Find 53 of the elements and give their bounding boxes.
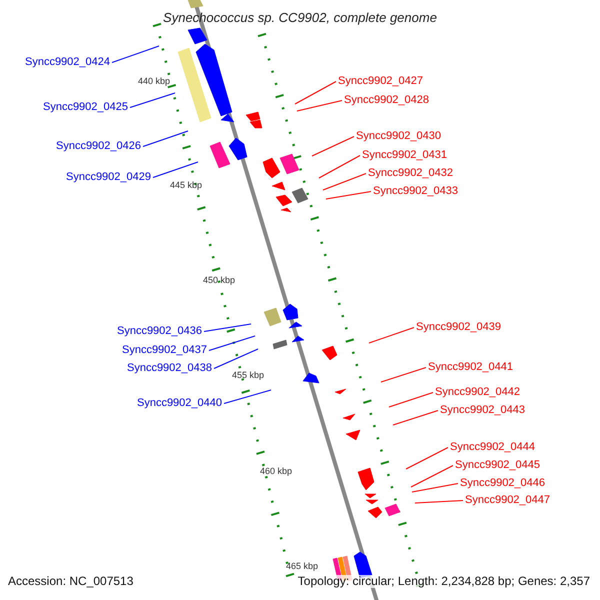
leader-line: [208, 336, 256, 351]
title: Synechococcus sp. CC9902, complete genome: [162, 10, 438, 25]
leader-line: [326, 191, 372, 200]
gene-label: Syncc9902_0426: [56, 140, 141, 153]
gene-label: Syncc9902_0425: [42, 101, 128, 114]
footer-text: Accession: NC_007513: [8, 575, 134, 588]
leader-line: [112, 46, 160, 63]
leader-line: [214, 348, 258, 369]
leader-line: [312, 136, 354, 156]
leader-line: [318, 155, 360, 178]
leader-line: [294, 81, 336, 104]
gene-label: Syncc9902_0440: [136, 397, 222, 410]
leader-line: [392, 410, 438, 426]
gene-label: Syncc9902_0436: [116, 325, 202, 338]
gene-label: Syncc9902_0428: [344, 94, 430, 107]
gene-label: Syncc9902_0438: [126, 362, 212, 375]
leader-line: [388, 392, 434, 408]
gene-label: Syncc9902_0429: [66, 171, 151, 184]
leader-line: [142, 130, 188, 147]
leader-line: [224, 390, 272, 404]
gene-label: Syncc9902_0442: [435, 386, 520, 399]
position-label: 460 kbp: [260, 466, 292, 477]
leader-line: [406, 447, 448, 470]
footer-text: Topology: circular; Length: 2,234,828 bp; Genes: 2,357: [298, 575, 590, 588]
position-label: 465 kbp: [286, 561, 318, 572]
gene-label: Syncc9902_0446: [460, 477, 546, 490]
leader-line: [412, 483, 458, 492]
gene-label: Syncc9902_0424: [24, 56, 110, 69]
gene-label: Syncc9902_0445: [455, 459, 540, 472]
leader-line: [130, 92, 176, 108]
leader-line: [152, 162, 198, 178]
leader-line: [368, 327, 414, 344]
gene-label: Syncc9902_0432: [368, 167, 454, 180]
position-label: 450 kbp: [203, 275, 236, 286]
leader-line: [414, 500, 464, 504]
position-label: 445 kbp: [170, 180, 202, 191]
gene-label: Syncc9902_0433: [373, 185, 458, 198]
gene-label: Syncc9902_0431: [362, 149, 448, 162]
gene-label: Syncc9902_0441: [428, 361, 514, 374]
gene-label: Syncc9902_0444: [450, 441, 536, 454]
leader-line: [296, 100, 342, 112]
leader-line: [204, 324, 252, 332]
leader-line: [410, 465, 454, 488]
gene-label: Syncc9902_0430: [356, 130, 442, 143]
gene-label: Syncc9902_0437: [122, 344, 207, 357]
leader-line: [380, 367, 426, 382]
position-label: 455 kbp: [232, 370, 264, 381]
gene-label: Syncc9902_0447: [465, 494, 550, 507]
position-label: 440 kbp: [138, 76, 170, 87]
leader-line: [322, 173, 366, 190]
gene-label: Syncc9902_0443: [440, 404, 526, 417]
gene-label: Syncc9902_0427: [338, 75, 424, 88]
gene-label: Syncc9902_0439: [416, 321, 502, 334]
